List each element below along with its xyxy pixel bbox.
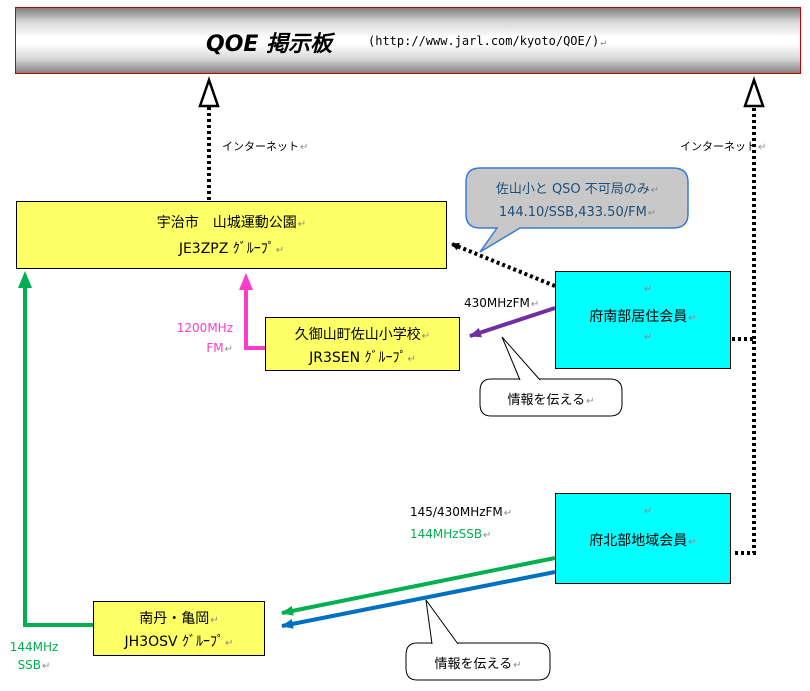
label-internet-right: インターネット↵ <box>680 140 767 153</box>
nantan-to-uji-line <box>23 280 95 627</box>
south-to-uji-line <box>451 242 556 288</box>
callout-info1-shape <box>479 378 623 417</box>
callout-sayama-only-shape <box>465 167 689 253</box>
title-url: (http://www.jarl.com/kyoto/QOE/)↵ <box>368 34 607 48</box>
node-sayama: 久御山町佐山小学校↵ JR3SEN ｸﾞﾙｰﾌﾟ↵ <box>265 317 460 371</box>
label-430mhzfm: 430MHzFM↵ <box>464 296 540 310</box>
label-internet-left: インターネット↵ <box>222 140 309 153</box>
page-title: QOE 掲示板 <box>206 32 333 57</box>
callout-info1-text: 情報を伝える↵ <box>507 393 595 408</box>
nantan-to-uji-arrowhead <box>18 271 32 288</box>
node-uji: 宇治市 山城運動公園↵ JE3ZPZ ｸﾞﾙｰﾌﾟ↵ <box>16 201 447 269</box>
callout-info1-pointer <box>501 336 541 381</box>
callout-info2-shape <box>405 642 551 681</box>
node-nantan: 南丹・亀岡↵ JH3OSV ｸﾞﾙｰﾌﾟ↵ <box>93 601 265 656</box>
callout-info2-pointer <box>425 599 459 645</box>
south-to-sayama-line <box>469 306 556 338</box>
internet-right-line <box>732 337 756 555</box>
label-1200mhz: 1200MHz FM↵ <box>176 321 233 355</box>
north-to-nantan-blue <box>281 570 556 629</box>
north-to-nantan-green <box>281 556 556 616</box>
internet-left-arrowhead <box>198 76 220 108</box>
callout-info2-text: 情報を伝える↵ <box>434 657 522 672</box>
node-north-members: ↵ 府北部地域会員↵ <box>555 493 731 584</box>
sayama-to-uji-line <box>244 284 265 350</box>
label-144mhz-ssb: 144MHz SSB↵ <box>9 640 59 672</box>
internet-right-arrowhead <box>743 76 765 108</box>
title-bar: QOE 掲示板 (http://www.jarl.com/kyoto/QOE/)… <box>15 7 801 74</box>
label-144mhzssb: 144MHzSSB↵ <box>410 527 492 541</box>
label-145-430mhzfm: 145/430MHzFM↵ <box>410 505 513 519</box>
sayama-to-uji-arrowhead <box>239 273 253 290</box>
callout-sayama-only-text: 佐山小と QSO 不可局のみ↵ 144.10/SSB,433.50/FM↵ <box>495 182 660 220</box>
node-south-members: ↵ 府南部居住会員↵ ↵ <box>555 271 731 369</box>
